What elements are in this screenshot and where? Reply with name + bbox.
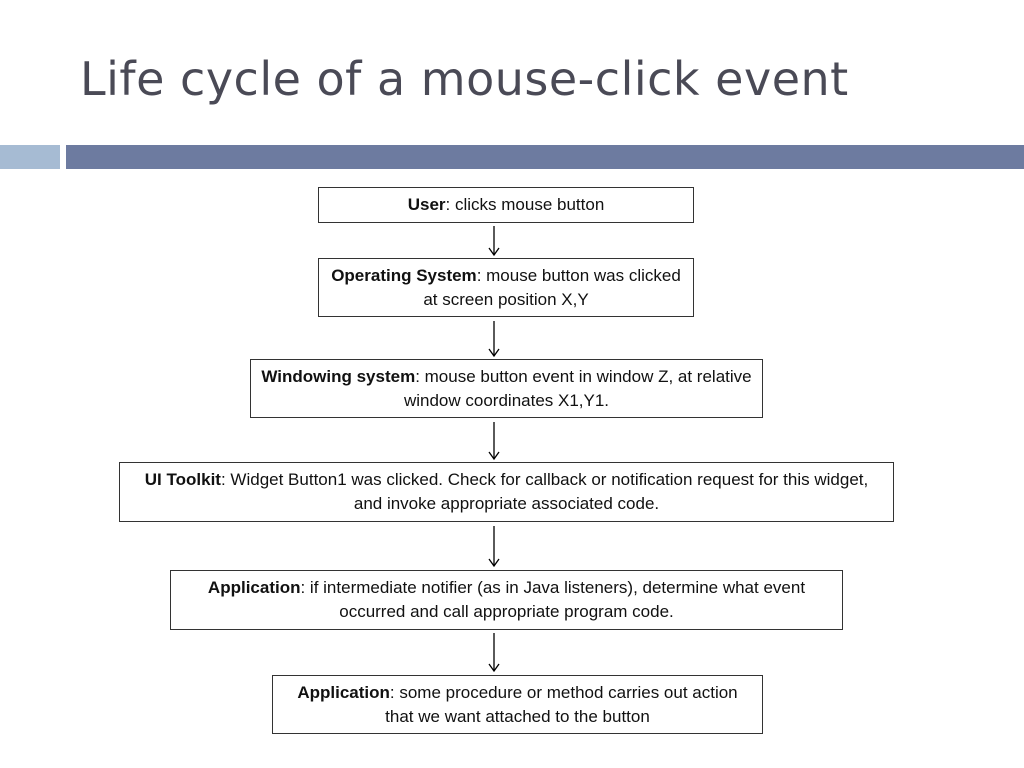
step-actor: Operating System bbox=[331, 265, 477, 285]
flow-step-operating-system: Operating System: mouse button was click… bbox=[318, 258, 694, 317]
arrow-down-icon bbox=[488, 226, 500, 257]
flow-step-user: User: clicks mouse button bbox=[318, 187, 694, 223]
flow-step-ui-toolkit: UI Toolkit: Widget Button1 was clicked. … bbox=[119, 462, 894, 522]
step-text: : some procedure or method carries out a… bbox=[385, 682, 738, 726]
arrow-down-icon bbox=[488, 321, 500, 358]
step-text: : mouse button event in window Z, at rel… bbox=[403, 366, 752, 410]
step-actor: UI Toolkit bbox=[144, 470, 221, 489]
flow-step-windowing-system: Windowing system: mouse button event in … bbox=[250, 359, 763, 418]
step-text: : if intermediate notifier (as in Java l… bbox=[300, 578, 806, 621]
arrow-down-icon bbox=[488, 422, 500, 461]
step-text: : clicks mouse button bbox=[445, 195, 605, 214]
flow-step-application-procedure: Application: some procedure or method ca… bbox=[272, 675, 763, 734]
step-text: : mouse button was clicked at screen pos… bbox=[423, 265, 681, 309]
flow-step-application-notifier: Application: if intermediate notifier (a… bbox=[170, 570, 843, 630]
step-actor: Windowing system bbox=[261, 366, 416, 386]
title-accent-bar-right bbox=[66, 145, 1024, 169]
slide-title: Life cycle of a mouse-click event bbox=[80, 52, 849, 106]
arrow-down-icon bbox=[488, 633, 500, 673]
step-actor: User bbox=[407, 195, 446, 214]
arrow-down-icon bbox=[488, 526, 500, 568]
title-accent-bar-left bbox=[0, 145, 60, 169]
step-actor: Application bbox=[297, 682, 390, 702]
step-text: : Widget Button1 was clicked. Check for … bbox=[220, 470, 869, 513]
step-actor: Application bbox=[207, 578, 301, 597]
